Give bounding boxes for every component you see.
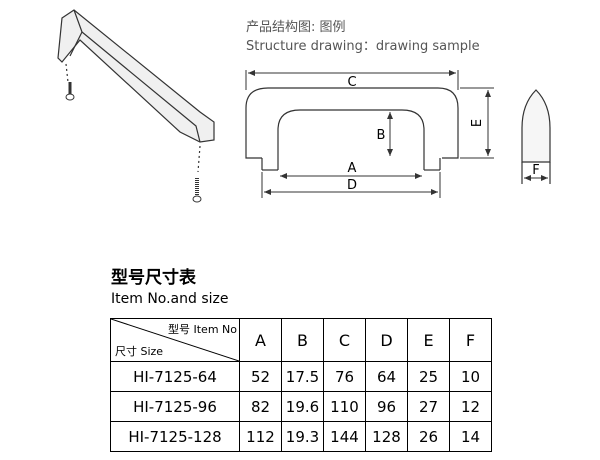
column-header: D	[365, 318, 408, 362]
dim-label-a: A	[348, 161, 357, 176]
dim-label-c: C	[347, 75, 356, 90]
table-corner-cell: 型号 Item No 尺寸 Size	[110, 318, 240, 362]
value-cell: 82	[239, 391, 282, 422]
dimension-lines	[245, 70, 494, 198]
table-row: HI-7125-64 52 17.5 76 64 25 10	[110, 361, 492, 392]
technical-drawings: C B E A D F	[57, 9, 551, 203]
table-subtitle: Item No.and size	[111, 291, 229, 307]
value-cell: 96	[365, 391, 408, 422]
value-cell: 110	[323, 391, 366, 422]
model-cell: HI-7125-128	[110, 421, 240, 452]
handle-front-view	[245, 87, 459, 171]
size-table: 型号 Item No 尺寸 Size A B C D E F HI-7125-6…	[110, 318, 492, 452]
table-row: HI-7125-128 112 19.3 144 128 26 14	[110, 421, 492, 452]
table-header-row: 型号 Item No 尺寸 Size A B C D E F	[110, 318, 492, 362]
drawing-caption-cn: 产品结构图: 图例	[246, 20, 346, 35]
handle-side-profile	[521, 89, 551, 184]
dim-label-d: D	[347, 178, 357, 193]
corner-diagonal	[111, 319, 239, 361]
value-cell: 19.3	[281, 421, 324, 452]
dim-label-b: B	[377, 128, 386, 143]
value-cell: 64	[365, 361, 408, 392]
value-cell: 112	[239, 421, 282, 452]
screw-top-icon	[65, 82, 75, 101]
screw-bottom-icon	[192, 178, 202, 203]
value-cell: 25	[407, 361, 450, 392]
value-cell: 26	[407, 421, 450, 452]
model-cell: HI-7125-96	[110, 391, 240, 422]
column-header: C	[323, 318, 366, 362]
value-cell: 12	[449, 391, 492, 422]
value-cell: 14	[449, 421, 492, 452]
value-cell: 76	[323, 361, 366, 392]
value-cell: 52	[239, 361, 282, 392]
column-header: E	[407, 318, 450, 362]
model-cell: HI-7125-64	[110, 361, 240, 392]
column-header: B	[281, 318, 324, 362]
value-cell: 19.6	[281, 391, 324, 422]
corner-label-item-no: 型号 Item No	[168, 323, 237, 336]
dim-label-f: F	[532, 163, 539, 178]
table-title: 型号尺寸表	[111, 268, 196, 288]
column-header: A	[239, 318, 282, 362]
corner-label-size: 尺寸 Size	[115, 345, 164, 358]
column-header: F	[449, 318, 492, 362]
value-cell: 144	[323, 421, 366, 452]
dim-label-e: E	[470, 119, 485, 127]
value-cell: 27	[407, 391, 450, 422]
table-row: HI-7125-96 82 19.6 110 96 27 12	[110, 391, 492, 422]
value-cell: 10	[449, 361, 492, 392]
handle-perspective-sketch	[57, 9, 215, 173]
value-cell: 128	[365, 421, 408, 452]
value-cell: 17.5	[281, 361, 324, 392]
drawing-caption-en: Structure drawing：drawing sample	[246, 39, 480, 54]
